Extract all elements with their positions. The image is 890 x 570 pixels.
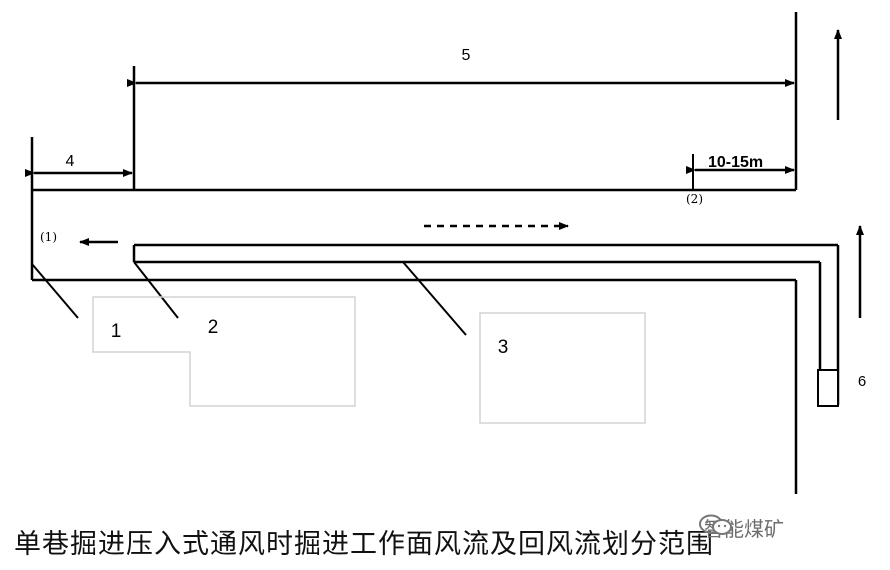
label-distance: 10-15m [708, 154, 763, 171]
watermark: 智能煤矿 [698, 513, 784, 542]
label-point-2: (2) [686, 192, 703, 206]
callout-box-3 [479, 312, 646, 424]
label-1: 1 [111, 321, 122, 342]
label-4: 4 [66, 153, 75, 170]
figure-caption: 单巷掘进压入式通风时掘进工作面风流及回风流划分范围 [14, 529, 714, 560]
roadway-walls [30, 12, 798, 494]
leader-1 [31, 263, 79, 319]
leader-3 [402, 261, 467, 336]
callout-box-1-2 [92, 296, 356, 407]
label-6: 6 [858, 373, 866, 390]
label-point-1: (1) [40, 230, 57, 244]
air-duct [132, 243, 840, 405]
label-5: 5 [462, 47, 471, 64]
leader-2 [133, 261, 179, 319]
leader-lines [31, 261, 467, 336]
label-2: 2 [208, 317, 219, 338]
label-3: 3 [498, 337, 509, 358]
local-fan-6 [817, 369, 839, 407]
